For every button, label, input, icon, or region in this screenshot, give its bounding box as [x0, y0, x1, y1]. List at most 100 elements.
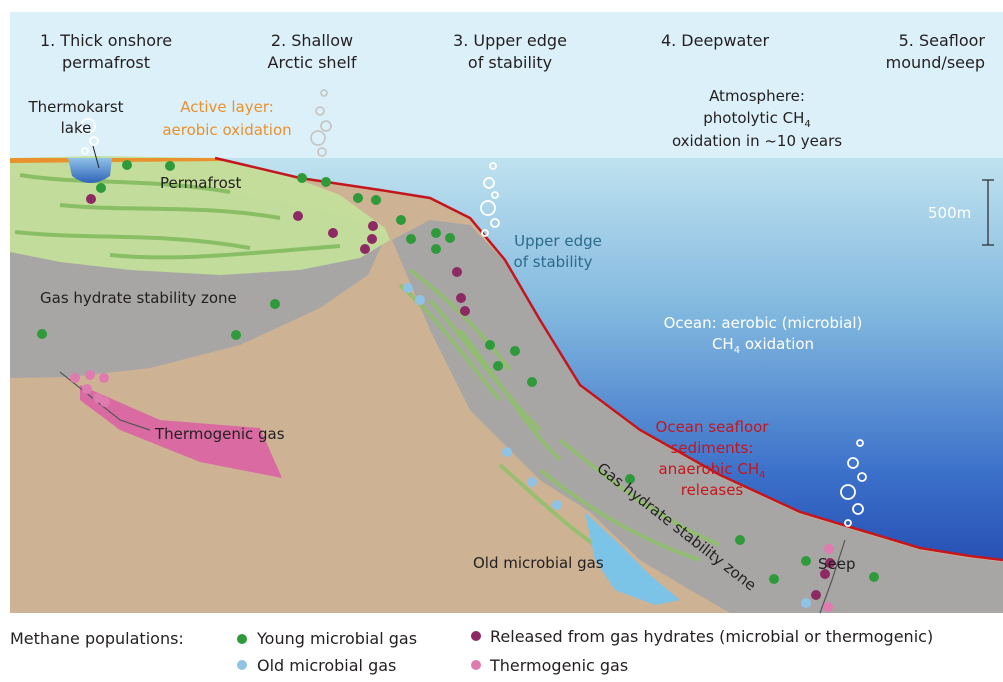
hydrate-dot	[368, 221, 378, 231]
young-microbial-dot	[510, 346, 520, 356]
hydrate-dot	[452, 267, 462, 277]
bubble	[320, 120, 332, 132]
bubble	[489, 162, 497, 170]
upper-edge-label-1: Upper edge	[514, 232, 602, 250]
young-microbial-dot	[396, 215, 406, 225]
young-microbial-dot	[801, 556, 811, 566]
seafloor-line	[214, 156, 1003, 562]
bubble	[857, 472, 867, 482]
legend-label-young: Young microbial gas	[256, 629, 417, 648]
young-microbial-dot	[431, 228, 441, 238]
young-microbial-dot	[353, 193, 363, 203]
thermogenic-dot	[85, 370, 95, 380]
seafloor-label-3: anaerobic CH4	[659, 460, 766, 481]
hydrate-dot	[456, 293, 466, 303]
old-microbial-dot	[403, 283, 413, 293]
old-microbial-dot	[527, 477, 537, 487]
bubble	[317, 147, 327, 157]
bubble	[89, 136, 99, 146]
thermokarst-label-1: Thermokarst	[27, 98, 123, 116]
legend-title: Methane populations:	[10, 629, 184, 648]
thermogenic-gas-body	[80, 385, 282, 478]
legend-label-hydrate: Released from gas hydrates (microbial or…	[490, 627, 933, 646]
thermogenic-label: Thermogenic gas	[154, 425, 285, 443]
young-microbial-dot	[445, 233, 455, 243]
legend-swatch-young	[237, 634, 247, 644]
thermogenic-dot	[99, 373, 109, 383]
young-microbial-dot	[431, 244, 441, 254]
old-microbial-dots	[403, 283, 811, 608]
young-microbial-dot	[735, 535, 745, 545]
old-gas-pocket	[585, 512, 680, 605]
young-microbial-dot	[37, 329, 47, 339]
hydrate-dot	[328, 228, 338, 238]
atmosphere-label-1: Atmosphere:	[709, 87, 805, 105]
scale-label: 500m	[928, 204, 971, 222]
seep-conduit	[819, 539, 846, 614]
legend-swatch-hydrate	[471, 631, 481, 641]
old-microbial-dot	[502, 447, 512, 457]
hydrate-released-dots	[86, 194, 835, 600]
young-microbial-dot	[625, 474, 635, 484]
scale-bar	[982, 179, 994, 246]
upper-edge-label-2: of stability	[514, 253, 593, 271]
legend-swatch-thermogenic	[471, 660, 481, 670]
old-microbial-dot	[415, 295, 425, 305]
active-layer-label-2: aerobic oxidation	[162, 121, 291, 139]
legend-label-old: Old microbial gas	[257, 656, 396, 675]
young-microbial-dot	[270, 299, 280, 309]
young-microbial-dot	[493, 361, 503, 371]
hydrate-dot	[86, 194, 96, 204]
young-microbial-dot	[769, 574, 779, 584]
thermogenic-dot	[82, 384, 92, 394]
col5-line1: 5. Seafloor	[899, 31, 986, 50]
atmosphere-label-2: photolytic CH4	[703, 109, 811, 130]
fault-line	[59, 371, 151, 431]
bubble	[856, 439, 864, 447]
thermogenic-dot	[70, 373, 80, 383]
permafrost-label: Permafrost	[160, 174, 242, 192]
hydrate-dot	[360, 244, 370, 254]
young-microbial-dot	[96, 183, 106, 193]
bubble	[80, 118, 96, 134]
young-microbial-dots	[37, 160, 879, 584]
col1-line1: 1. Thick onshore	[40, 31, 172, 50]
young-microbial-dot	[297, 173, 307, 183]
seafloor-label-2: sediments:	[671, 439, 754, 457]
permafrost-bands	[14, 173, 341, 260]
thermogenic-dot	[100, 397, 110, 407]
lake-leader	[92, 145, 100, 169]
seafloor-label-1: Ocean seafloor	[656, 418, 770, 436]
bubble	[483, 177, 495, 189]
bubble	[490, 218, 500, 228]
col2-line2: Arctic shelf	[268, 53, 357, 72]
col3-line1: 3. Upper edge	[453, 31, 567, 50]
young-microbial-dot	[371, 195, 381, 205]
thermokarst-lake	[68, 158, 112, 183]
bubble	[852, 503, 864, 515]
old-microbial-dot	[801, 598, 811, 608]
legend: Methane populations: Young microbial gas…	[10, 627, 933, 675]
hydrate-dot	[811, 590, 821, 600]
seep-label: Seep	[818, 555, 856, 573]
slope-ghsz-bands	[398, 268, 721, 562]
bubble	[844, 519, 852, 527]
bubble	[310, 130, 326, 146]
old-microbial-dot	[552, 500, 562, 510]
bubble	[481, 229, 489, 237]
col3-line2: of stability	[468, 53, 552, 72]
ocean-label-1: Ocean: aerobic (microbial)	[664, 314, 863, 332]
atmosphere-label-3: oxidation in ~10 years	[672, 132, 842, 150]
legend-swatch-old	[237, 660, 247, 670]
thermogenic-dot	[824, 544, 834, 554]
bubble	[81, 147, 89, 155]
ocean-label-2: CH4 oxidation	[712, 335, 814, 356]
col2-line1: 2. Shallow	[271, 31, 353, 50]
bubble	[840, 484, 856, 500]
onshore-ghsz-label: Gas hydrate stability zone	[40, 289, 237, 307]
col4-line1: 4. Deepwater	[661, 31, 770, 50]
hydrate-dot	[460, 306, 470, 316]
young-microbial-dot	[869, 572, 879, 582]
young-microbial-dot	[527, 377, 537, 387]
